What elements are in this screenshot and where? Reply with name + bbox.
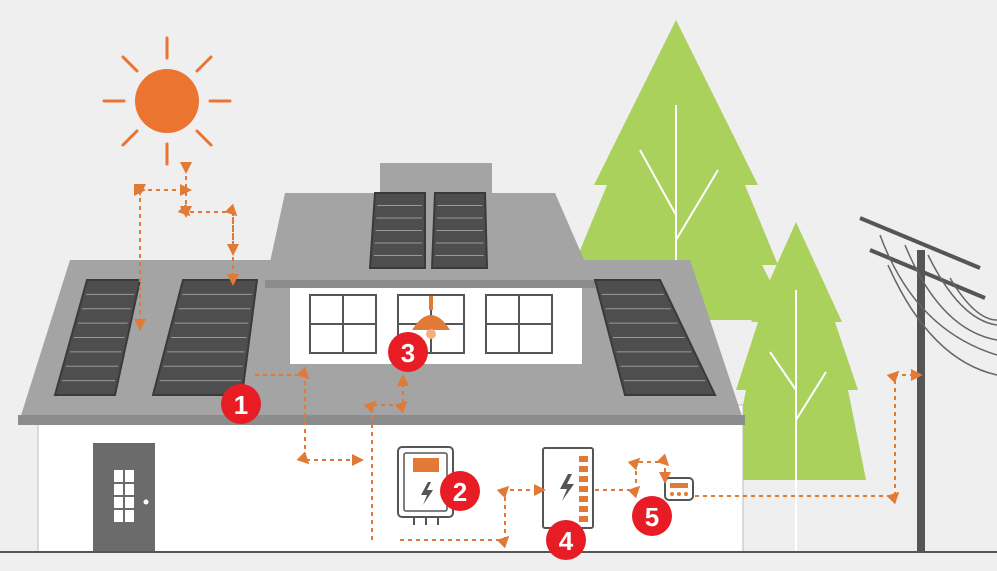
solar-panel-roof-3 — [593, 279, 717, 396]
battery-to-meter-flow — [595, 453, 671, 499]
inverter-to-lamp-flow — [363, 374, 409, 540]
sun-to-panels-flow — [140, 168, 233, 325]
battery-icon — [542, 447, 594, 529]
marker-3-lamp: 3 — [388, 332, 428, 372]
lamp-icon — [412, 296, 450, 339]
marker-label: 3 — [401, 338, 415, 368]
sun-icon — [102, 36, 232, 166]
tree-small-icon — [728, 222, 866, 552]
marker-label: 2 — [453, 477, 467, 507]
solar-panel-dormer-1 — [368, 192, 426, 269]
marker-2-inverter: 2 — [440, 471, 480, 511]
marker-label: 5 — [645, 502, 659, 532]
marker-label: 4 — [559, 526, 574, 556]
meter-icon — [664, 477, 694, 501]
panels-to-inverter-flow — [255, 366, 364, 466]
window-right — [485, 294, 553, 354]
door-icon — [93, 443, 155, 552]
marker-1-solar-panels: 1 — [221, 384, 261, 424]
solar-panels — [53, 192, 717, 396]
meter-to-grid-flow — [695, 369, 923, 505]
energy-flow-lines — [140, 168, 923, 549]
marker-5-meter: 5 — [632, 496, 672, 536]
utility-pole-icon — [859, 216, 997, 552]
inverter-to-battery-flow — [400, 484, 546, 549]
window-left — [309, 294, 377, 354]
marker-4-battery: 4 — [546, 520, 586, 560]
numbered-markers: 1 2 3 4 5 — [221, 332, 672, 560]
solar-panel-dormer-2 — [430, 192, 489, 269]
marker-label: 1 — [234, 390, 248, 420]
solar-panel-roof-1 — [53, 279, 142, 396]
